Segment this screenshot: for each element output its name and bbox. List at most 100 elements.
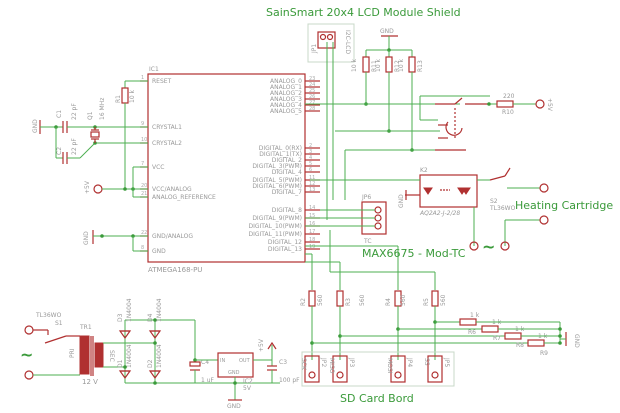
ic1-pin-number: 18	[309, 237, 315, 243]
r5-resistor	[431, 290, 439, 307]
heater-terminal-1	[539, 183, 549, 193]
r8-ref: R8	[516, 342, 524, 349]
sd-pin-header	[427, 355, 443, 383]
pullup-resistors: GND 10 k R11 10 k R12 10 k R13	[351, 28, 424, 152]
ic1-pin-name: DIGITAL_5(PWM)	[252, 177, 302, 184]
ic1-pin-name: DIGITAL_12	[268, 239, 302, 246]
r1-resistor: R1 10 k	[115, 80, 148, 190]
sd-pin-signal: MISO	[328, 358, 335, 374]
sd-header-frame	[301, 351, 455, 387]
vcc-label: +5V	[84, 180, 91, 194]
sd-pin-signal: SCK	[300, 358, 307, 371]
gnd-label-relay: GND	[398, 194, 405, 208]
r12-ref: R12	[394, 60, 401, 72]
r1-ref: R1	[115, 95, 122, 103]
tr1-sec: SEC	[108, 350, 115, 362]
jp1-ref: JP1	[311, 44, 318, 54]
d1-value: 1N4004	[126, 344, 133, 368]
r9-ref: R9	[540, 350, 548, 357]
ic1-pin-name: VCC	[152, 164, 164, 171]
ic1-pin-name: DIGITAL_13	[268, 246, 302, 253]
gnd-label-ic1: GND	[83, 231, 90, 245]
r6-ref: R6	[468, 329, 476, 336]
ic1-pin-number: 23	[309, 76, 315, 82]
c4-ref: C4	[201, 359, 209, 366]
ic1-pin-name: DIGITAL_3(PWM)	[252, 163, 302, 170]
r4-value: 560	[400, 294, 407, 306]
d3-value: 1N4004	[126, 298, 133, 322]
sd-pin-pad	[336, 371, 344, 379]
ic2-ref: IC2	[243, 378, 253, 385]
ic1-pin-number: 13	[309, 187, 315, 193]
s2-value: TL36WO	[489, 205, 516, 212]
sd-pin-header	[304, 355, 320, 383]
r10-ref: R10	[502, 109, 514, 116]
r7-resistor	[481, 325, 499, 333]
ic1-pin-number: 28	[309, 106, 315, 112]
r3-ref: R3	[345, 298, 352, 306]
heating-cartridge-title: Heating Cartridge	[515, 199, 613, 212]
ic1-pin-number: 7	[141, 161, 144, 167]
r2-value: 560	[317, 294, 324, 306]
c2-value: 22 pF	[71, 138, 78, 155]
ac-terminal-1	[469, 241, 479, 251]
ic1-pin-name: ANALOG_4	[270, 102, 302, 109]
r8-resistor	[504, 332, 522, 340]
jp6-value: TC	[363, 238, 372, 245]
gnd-label-sd: GND	[573, 334, 580, 348]
tr1-pri: PRI	[69, 348, 76, 358]
jp6-ref: JP6	[361, 194, 371, 201]
d4-ref: D4	[147, 313, 154, 322]
ic1-pin-number: 27	[309, 100, 315, 106]
ac-symbol: ~	[482, 237, 495, 256]
ic1-pin-name: ANALOG_5	[270, 108, 302, 115]
sd-pin-ref: JP4	[406, 357, 413, 367]
ic1-pin-number: 11	[309, 175, 315, 181]
q1-value: 16 MHz	[99, 98, 106, 120]
ic2-value: 5V	[243, 385, 252, 392]
ic1-pin-name: GND	[152, 248, 166, 255]
ic1-pin-number: 2	[309, 143, 312, 149]
c1-ref: C1	[56, 110, 63, 118]
ic1-pin-number: 1	[141, 75, 144, 81]
jp6-thermocouple-connector: JP6 TC	[305, 194, 387, 245]
r9-resistor	[527, 339, 545, 347]
ic1-pin-number: 16	[309, 221, 315, 227]
d2-ref: D2	[147, 359, 154, 368]
r5-ref: R5	[423, 298, 430, 306]
ic1-pin-number: 4	[309, 155, 312, 161]
mains-terminal-2	[24, 370, 34, 380]
r13-ref: R13	[417, 60, 424, 72]
ic1-pin-name: DIGITAL_11(PWM)	[249, 231, 303, 238]
r3-resistor	[336, 290, 344, 307]
ic1-pin-name: RESET	[152, 78, 172, 85]
ic1-pin-number: 5	[309, 161, 312, 167]
ic1-pin-number: 24	[309, 82, 315, 88]
mains-ac-symbol: ~	[20, 345, 33, 364]
heater-terminal-2	[539, 215, 549, 225]
ic1-pin-name: ANALOG_2	[270, 90, 302, 97]
gnd-label-pullups: GND	[380, 28, 394, 35]
r11-ref: R11	[371, 60, 378, 72]
ic2-out: OUT	[239, 358, 251, 364]
ic1-pin-number: 6	[309, 167, 312, 173]
ic1-pin-name: CRYSTAL2	[152, 140, 182, 147]
power-wiring-ic1: +5V GND	[83, 166, 148, 252]
tr1-ref: TR1	[79, 324, 92, 331]
sd-pin-signal: SS	[423, 358, 430, 366]
sd-pin-ref: JP3	[348, 357, 355, 367]
q1-crystal	[90, 131, 100, 138]
crystal-circuit: GND C1 22 pF C2 22 pF Q1 16 MHz	[32, 98, 148, 164]
ic1-pin-number: 3	[309, 149, 312, 155]
c2-ref: C2	[56, 147, 63, 155]
ic1-pin-name: ANALOG_REFERENCE	[152, 194, 216, 201]
c3-ref: C3	[279, 359, 287, 366]
k2-solid-state-relay: K2 AQ2A2-J-2/28 GND S2 TL36WO ~	[310, 167, 549, 256]
ic1-pin-number: 14	[309, 205, 315, 211]
ic1-pin-name: DIGITAL_9(PWM)	[252, 215, 302, 222]
ic1-pin-name: DIGITAL_0(RX)	[259, 145, 302, 152]
vcc-label-r10: +5V	[546, 98, 553, 112]
ic1-pin-number: 12	[309, 181, 315, 187]
d1-ref: D1	[117, 359, 124, 368]
